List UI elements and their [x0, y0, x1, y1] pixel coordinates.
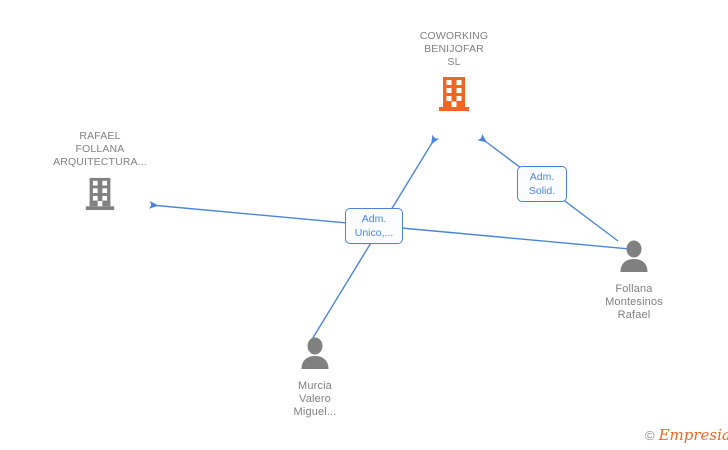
node-person-bottom-label: Murcia Valero Miguel... [293, 380, 337, 418]
edge-label-adm-unico[interactable]: Adm. Unico,... [345, 208, 403, 244]
node-person-follana-montesinos-rafael[interactable]: Follana Montesinos Rafael [578, 240, 690, 322]
node-company-rafael-follana-arquitectura[interactable]: RAFAEL FOLLANA ARQUITECTURA... [20, 130, 180, 216]
node-person-right-label: Follana Montesinos Rafael [605, 283, 663, 321]
node-company-coworking-benijofar[interactable]: COWORKING BENIJOFAR SL [364, 30, 544, 117]
node-person-murcia-valero-miguel[interactable]: Murcia Valero Miguel... [258, 337, 372, 419]
edge-label-adm-solid[interactable]: Adm. Solid. [517, 166, 567, 202]
building-icon [85, 177, 115, 216]
node-company-left-label: RAFAEL FOLLANA ARQUITECTURA... [53, 130, 147, 168]
copyright-icon: © [645, 428, 655, 443]
empresia-logo: Empresia [658, 426, 728, 444]
building-icon [439, 76, 469, 117]
watermark: © Empresia [645, 428, 728, 443]
person-icon [298, 337, 332, 374]
node-company-label: COWORKING BENIJOFAR SL [419, 30, 489, 68]
person-icon [617, 240, 651, 277]
